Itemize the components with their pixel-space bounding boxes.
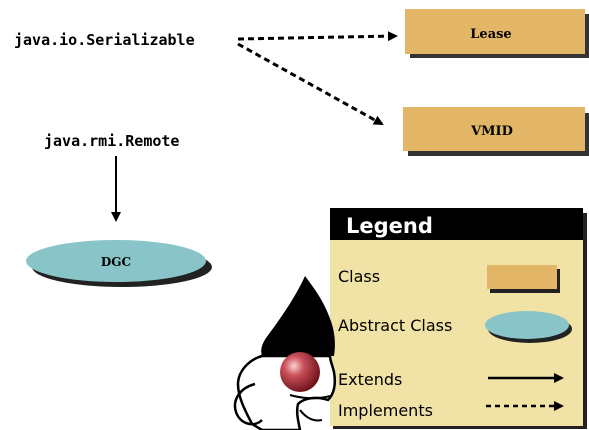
legend-abstract-label: Abstract Class: [338, 316, 452, 335]
lease-class-label: Lease: [470, 27, 511, 42]
duke-nose: [280, 352, 320, 392]
legend-panel: Legend Class Abstract Class Extends Impl…: [330, 208, 587, 429]
dgc-abstract-class: DGC: [26, 240, 212, 287]
dgc-class-label: DGC: [101, 255, 131, 269]
legend-class-swatch: [487, 265, 557, 289]
remote-interface-label: java.rmi.Remote: [44, 132, 179, 150]
vmid-class-box: VMID: [403, 107, 589, 156]
legend-abstract-swatch: [485, 311, 569, 339]
legend-class-label: Class: [338, 267, 380, 286]
vmid-class-label: VMID: [470, 124, 513, 139]
lease-class-box: Lease: [405, 9, 589, 58]
serializable-interface-label: java.io.Serializable: [14, 31, 195, 49]
legend-implements-label: Implements: [338, 401, 433, 420]
legend-extends-label: Extends: [338, 370, 402, 389]
duke-mascot: [233, 276, 336, 430]
legend-title: Legend: [346, 214, 433, 238]
implements-arrow-vmid: [237, 42, 384, 126]
implements-arrow-lease: [237, 31, 398, 42]
